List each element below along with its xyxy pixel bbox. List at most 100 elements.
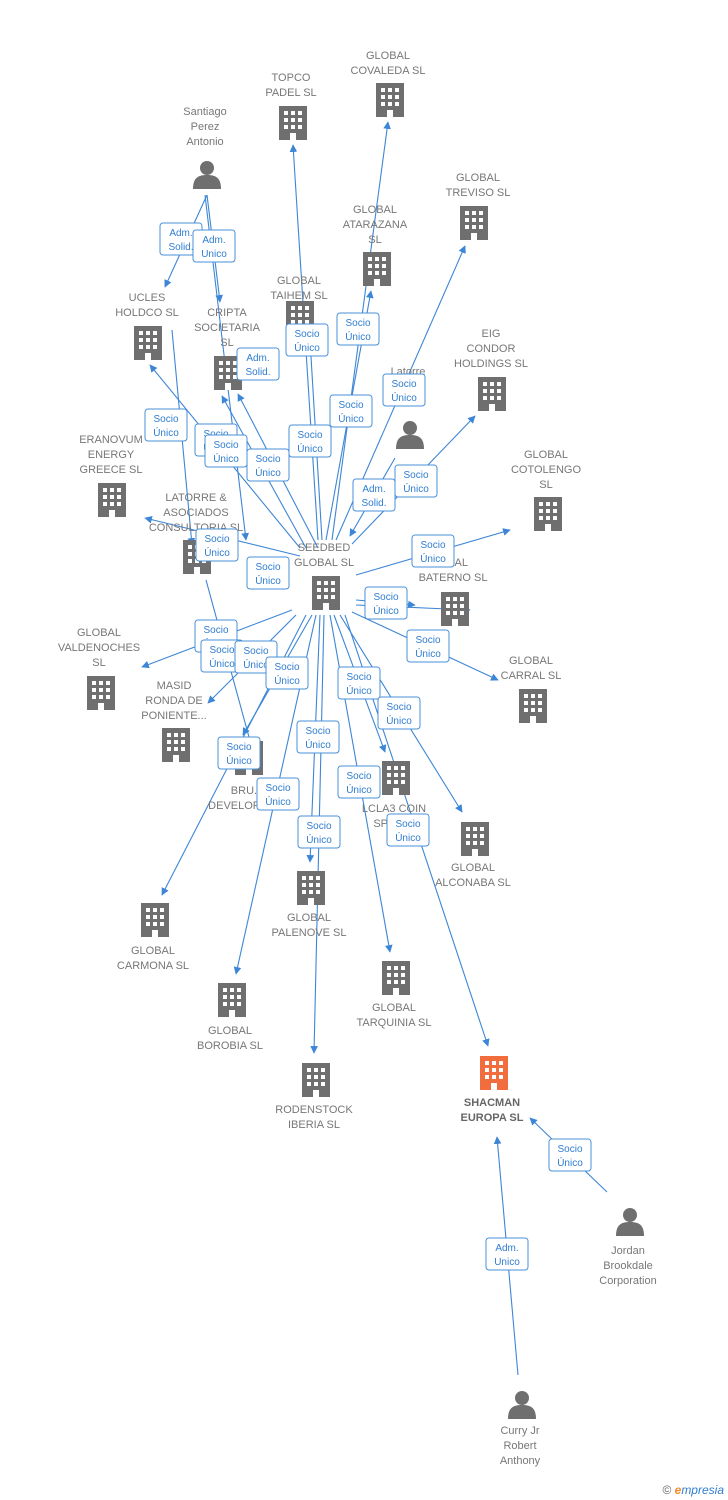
role-badge[interactable]: Adm.Unico bbox=[485, 1237, 529, 1271]
role-badge-text: Único bbox=[420, 552, 446, 565]
brand-logo-text[interactable]: mpresia bbox=[681, 1483, 724, 1497]
node-label: HOLDINGS SL bbox=[454, 358, 528, 370]
role-badge[interactable]: Adm.Solid. bbox=[352, 478, 396, 512]
node-label: TAIHEM SL bbox=[270, 290, 327, 302]
node-label: CARMONA SL bbox=[117, 960, 189, 972]
role-badge-text: Socio bbox=[265, 783, 290, 794]
node-label: GLOBAL bbox=[451, 862, 495, 874]
building-icon bbox=[87, 676, 115, 710]
role-badge-text: Socio bbox=[345, 318, 370, 329]
role-badge-text: Socio bbox=[153, 414, 178, 425]
node-label: Robert bbox=[503, 1440, 536, 1452]
role-badge[interactable]: Adm.Solid. bbox=[236, 347, 280, 381]
node-label: GLOBAL bbox=[524, 449, 568, 461]
building-icon bbox=[376, 83, 404, 117]
building-icon bbox=[382, 761, 410, 795]
node-label: ATARAZANA bbox=[343, 219, 408, 231]
role-badge-box bbox=[377, 696, 421, 730]
building-icon bbox=[218, 983, 246, 1017]
role-badge-text: Socio bbox=[395, 819, 420, 830]
role-badge-text: Único bbox=[373, 604, 399, 617]
node-label: Brookdale bbox=[603, 1260, 653, 1272]
node-alconaba[interactable]: GLOBAL ALCONABA SL bbox=[435, 822, 511, 889]
node-label: TREVISO SL bbox=[446, 187, 511, 199]
role-badge-text: Único bbox=[204, 546, 230, 559]
role-badge-box bbox=[285, 323, 329, 357]
node-label: Curry Jr bbox=[500, 1425, 539, 1437]
role-badge-text: Único bbox=[243, 658, 269, 671]
building-icon bbox=[312, 576, 340, 610]
role-badge-text: Socio bbox=[226, 742, 251, 753]
role-badge-text: Socio bbox=[403, 470, 428, 481]
node-label: ERANOVUM bbox=[79, 434, 143, 446]
node-label: CONDOR bbox=[467, 343, 516, 355]
role-badge[interactable]: Adm.Unico bbox=[192, 229, 236, 263]
role-badge-text: Socio bbox=[203, 625, 228, 636]
node-label: LCLA3 COIN bbox=[362, 803, 426, 815]
node-label: EUROPA SL bbox=[461, 1112, 524, 1124]
role-badge-text: Único bbox=[557, 1156, 583, 1169]
role-badge-box bbox=[144, 408, 188, 442]
building-icon bbox=[461, 822, 489, 856]
node-label: GLOBAL bbox=[208, 1025, 252, 1037]
role-badge-text: Unico bbox=[201, 249, 227, 260]
role-badge-box bbox=[297, 815, 341, 849]
node-label: ENERGY bbox=[88, 449, 135, 461]
node-label: SL bbox=[368, 234, 381, 246]
node-label: ALCONABA SL bbox=[435, 877, 511, 889]
node-label: PALENOVE SL bbox=[272, 927, 347, 939]
node-label: Corporation bbox=[599, 1275, 656, 1287]
building-icon bbox=[134, 326, 162, 360]
node-label: SL bbox=[220, 337, 233, 349]
role-badge-text: Socio bbox=[243, 646, 268, 657]
